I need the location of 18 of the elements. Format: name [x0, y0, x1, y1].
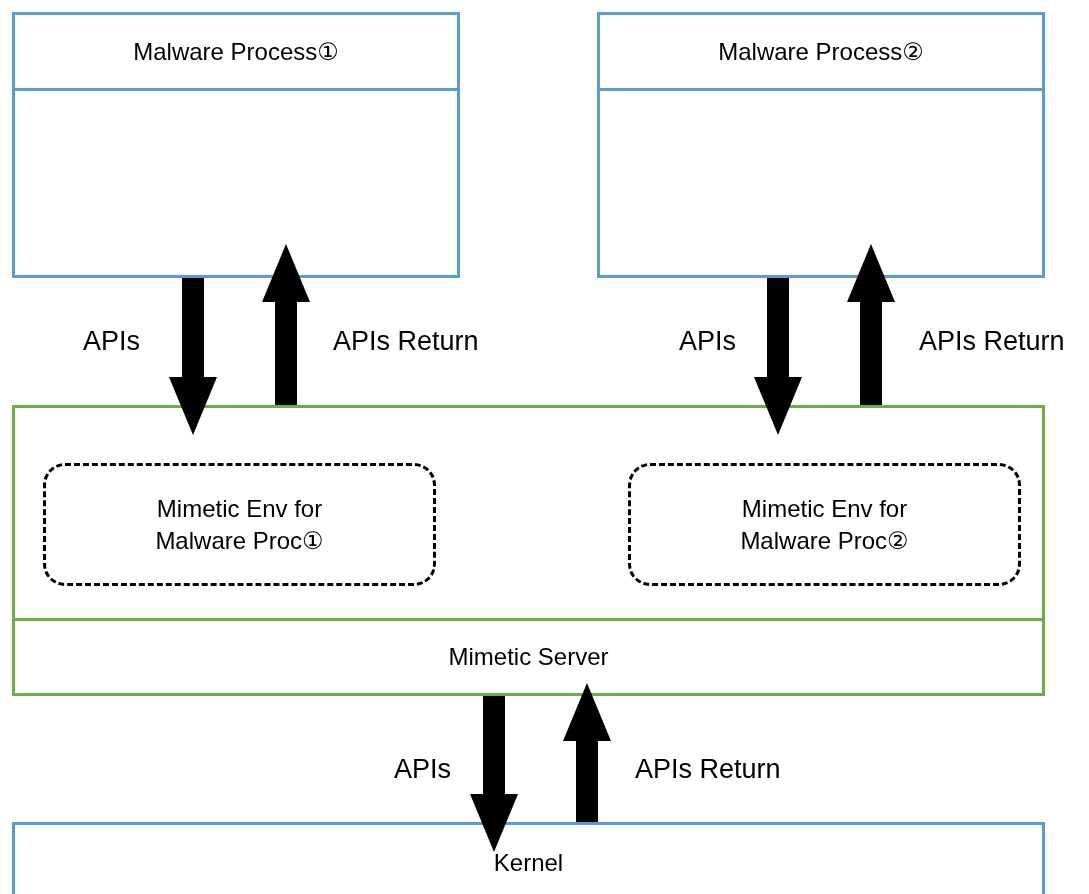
process-title: Malware Process① — [133, 36, 339, 67]
arrow — [563, 683, 611, 822]
arrow — [847, 244, 895, 405]
environment-box — [43, 463, 436, 586]
arrow — [262, 244, 310, 405]
process-title: Malware Process② — [718, 36, 924, 67]
server-panel — [12, 405, 1045, 696]
process-box — [597, 12, 1045, 278]
environment-label: Mimetic Env for Malware Proc② — [739, 493, 910, 556]
arrow — [754, 278, 802, 435]
process-box — [12, 12, 460, 278]
kernel-box — [12, 822, 1045, 894]
kernel-label: Kernel — [493, 848, 564, 878]
arrow — [169, 278, 217, 435]
environment-label: Mimetic Env for Malware Proc① — [154, 493, 325, 556]
server-label: Mimetic Server — [448, 642, 609, 672]
environment-box — [628, 463, 1021, 586]
arrow — [470, 696, 518, 852]
